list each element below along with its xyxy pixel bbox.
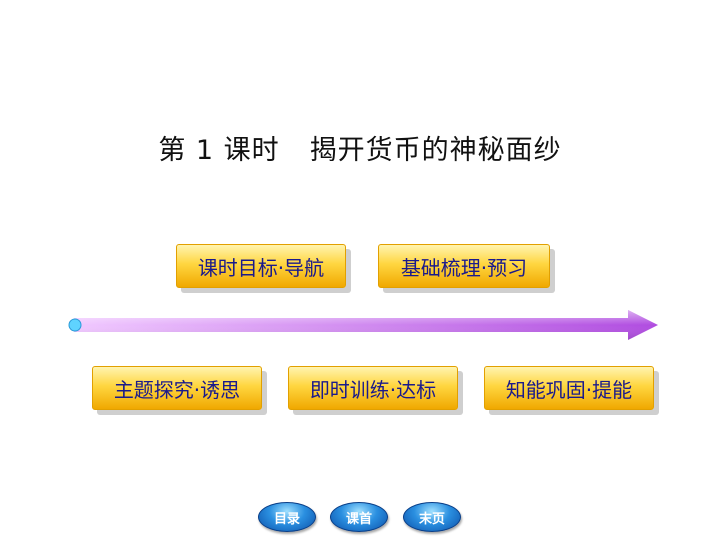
nav-first-button[interactable]: 课首 — [330, 502, 388, 532]
button-explore-label: 主题探究·诱思 — [113, 377, 241, 402]
lesson-number: 第 1 课时 — [158, 135, 280, 166]
button-explore[interactable]: 主题探究·诱思 — [92, 366, 262, 410]
button-preview-label: 基础梳理·预习 — [400, 255, 528, 280]
nav-last-label: 末页 — [418, 511, 445, 527]
lesson-topic: 揭开货币的神秘面纱 — [309, 135, 562, 166]
button-practice-label: 即时训练·达标 — [309, 377, 437, 402]
button-practice[interactable]: 即时训练·达标 — [288, 366, 458, 410]
button-consolidate[interactable]: 知能巩固·提能 — [484, 366, 654, 410]
timeline-arrow — [68, 310, 658, 340]
nav-first-label: 课首 — [345, 511, 372, 527]
nav-last-button[interactable]: 末页 — [403, 502, 461, 532]
nav-toc-button[interactable]: 目录 — [258, 502, 316, 532]
nav-toc-label: 目录 — [273, 511, 300, 527]
button-consolidate-label: 知能巩固·提能 — [505, 377, 633, 402]
timeline-start-dot — [68, 318, 82, 332]
button-objectives[interactable]: 课时目标·导航 — [176, 244, 346, 288]
button-objectives-label: 课时目标·导航 — [197, 255, 325, 280]
button-preview[interactable]: 基础梳理·预习 — [378, 244, 550, 288]
page-title: 第 1 课时揭开货币的神秘面纱 — [0, 128, 720, 167]
